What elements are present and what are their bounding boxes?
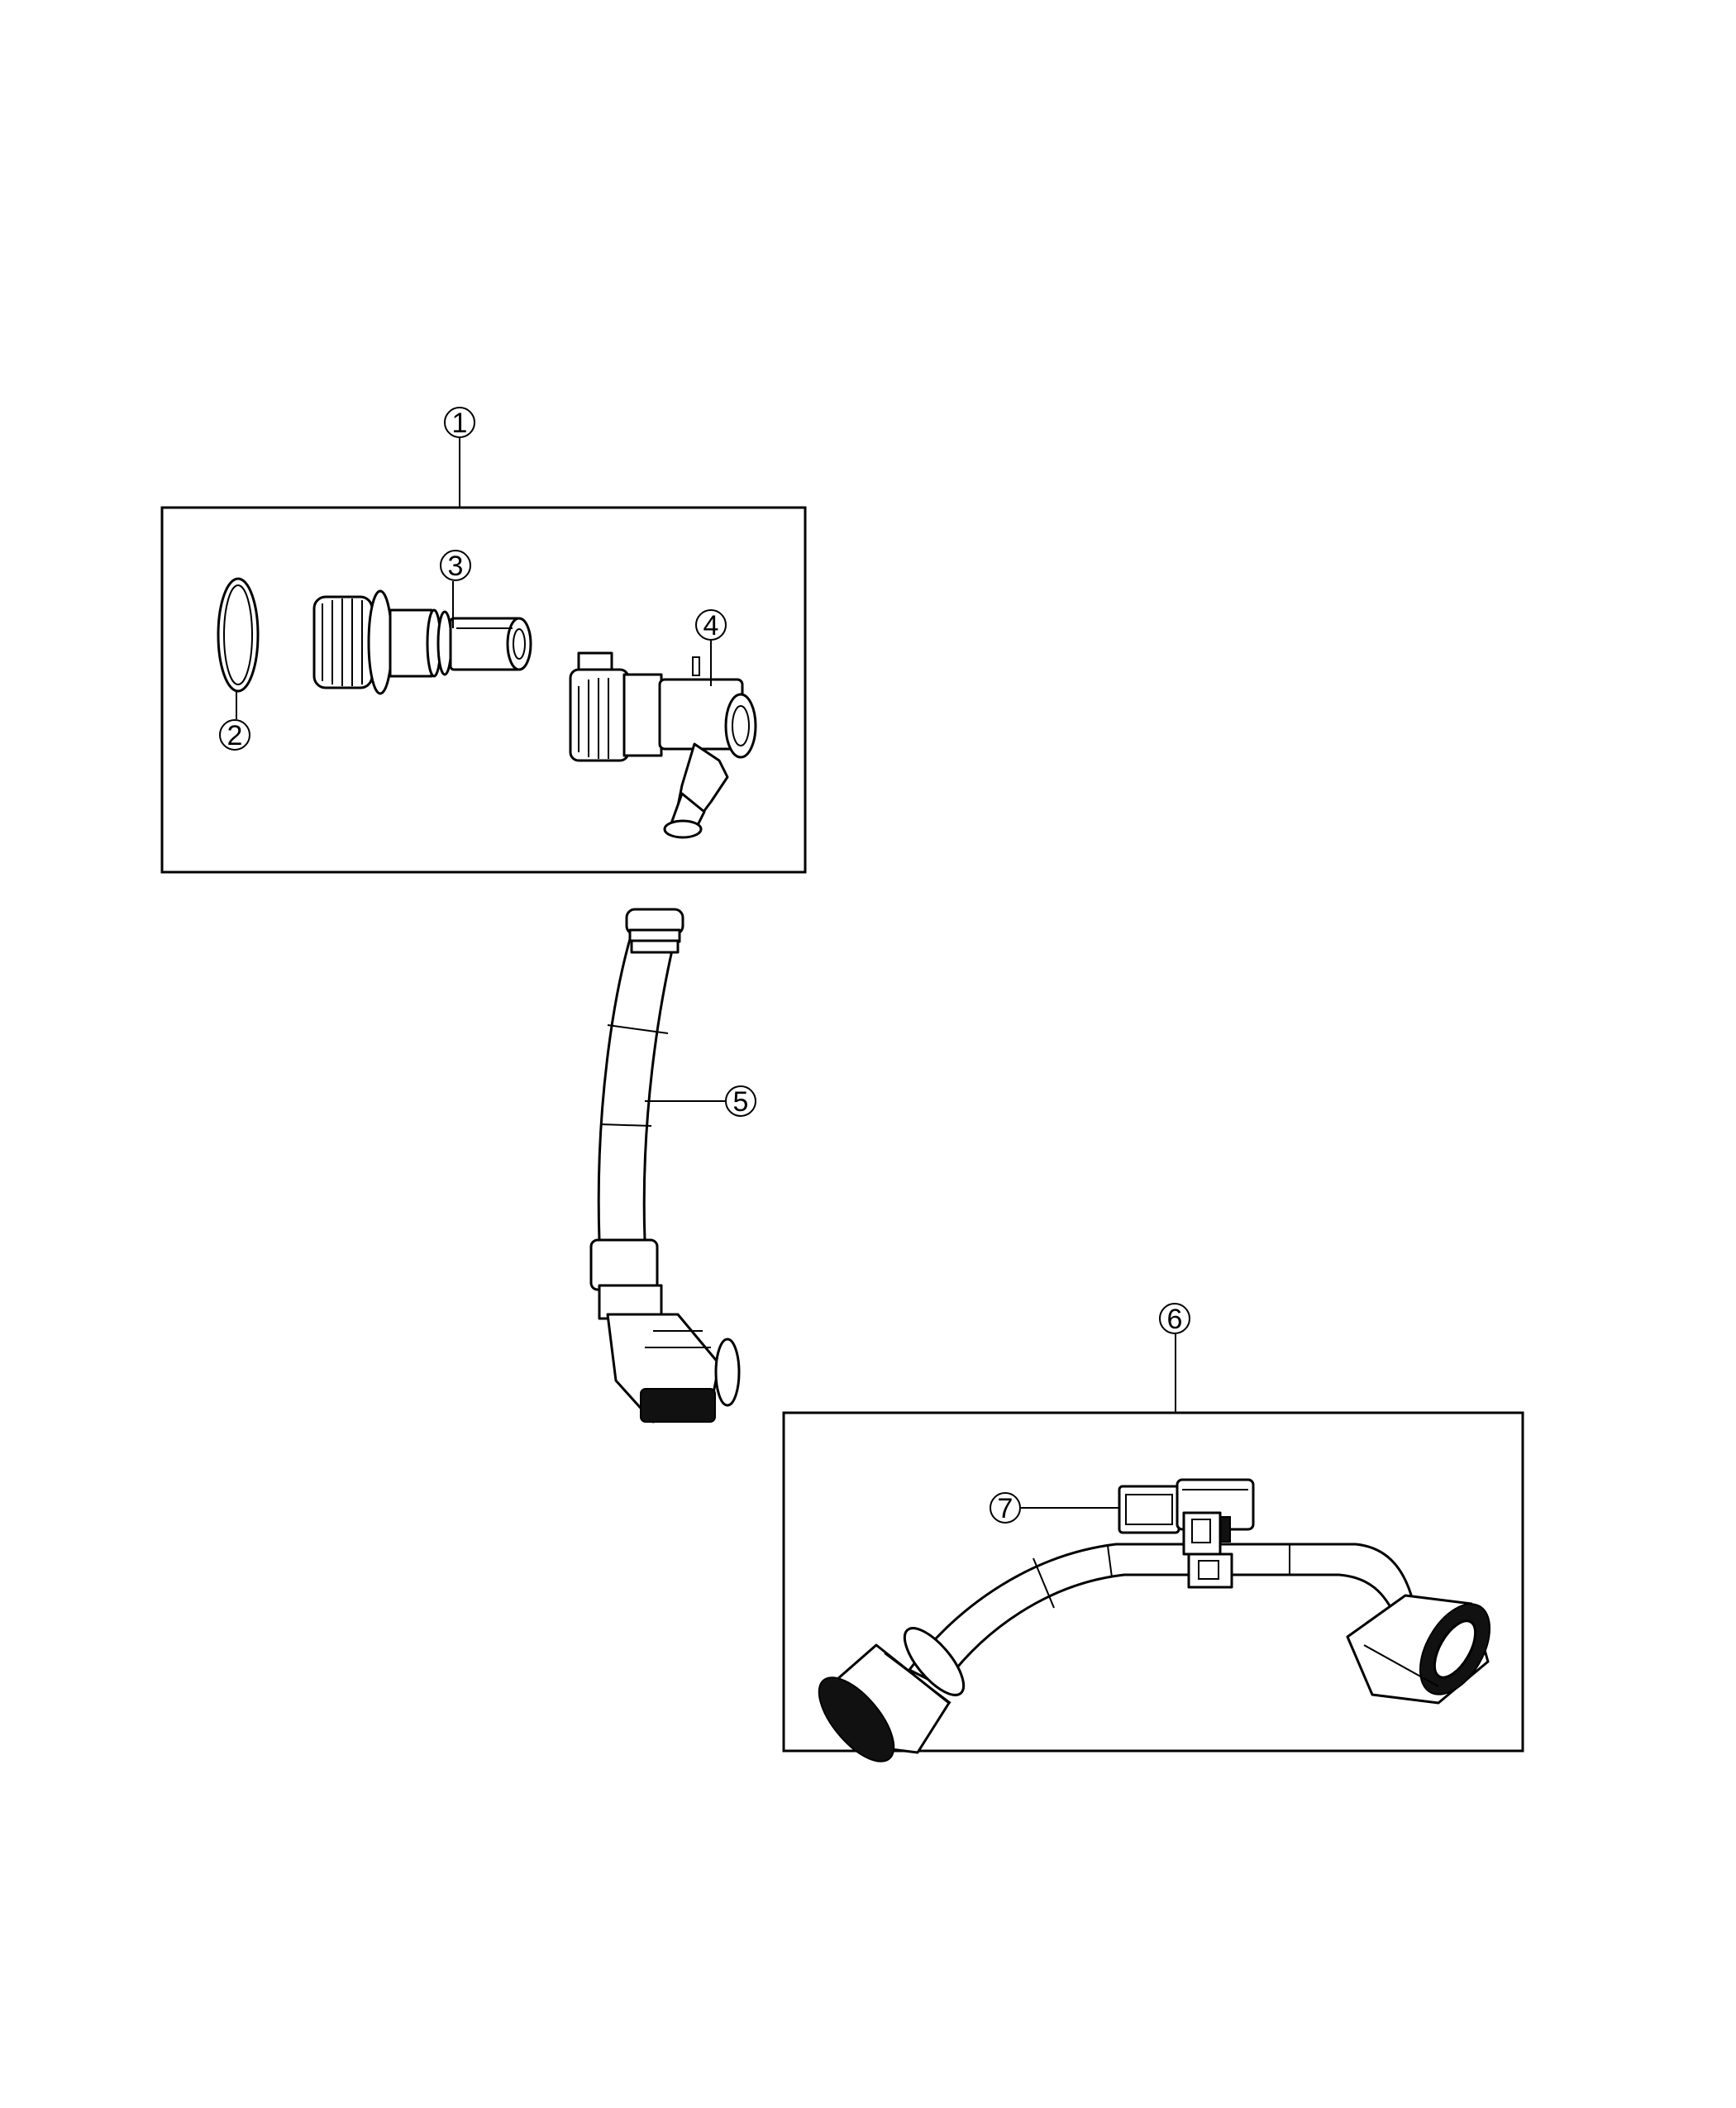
callout-2[interactable]: 2 xyxy=(219,719,250,751)
long-hose-part xyxy=(818,1511,1491,1762)
callout-5-label: 5 xyxy=(733,1086,749,1118)
callout-3-label: 3 xyxy=(448,551,464,582)
callout-7-label: 7 xyxy=(998,1493,1013,1524)
callout-1[interactable]: 1 xyxy=(444,407,475,508)
callout-4[interactable]: 4 xyxy=(695,609,727,686)
callout-2-label: 2 xyxy=(227,720,243,751)
o-ring-part xyxy=(217,577,260,719)
sensor-part xyxy=(1118,1478,1255,1543)
callout-6[interactable]: 6 xyxy=(1159,1303,1190,1413)
curved-hose-part xyxy=(589,908,741,1424)
assembly-box-6 xyxy=(782,1411,1524,1753)
elbow-connector-part xyxy=(569,651,757,839)
callout-6-label: 6 xyxy=(1167,1304,1183,1335)
callout-7[interactable]: 7 xyxy=(990,1492,1119,1524)
callout-5[interactable]: 5 xyxy=(645,1085,756,1118)
callout-3[interactable]: 3 xyxy=(440,550,471,628)
straight-connector-part xyxy=(312,589,532,695)
callout-4-label: 4 xyxy=(703,610,719,641)
callout-1-label: 1 xyxy=(452,408,468,439)
assembly-box-1 xyxy=(160,506,807,874)
